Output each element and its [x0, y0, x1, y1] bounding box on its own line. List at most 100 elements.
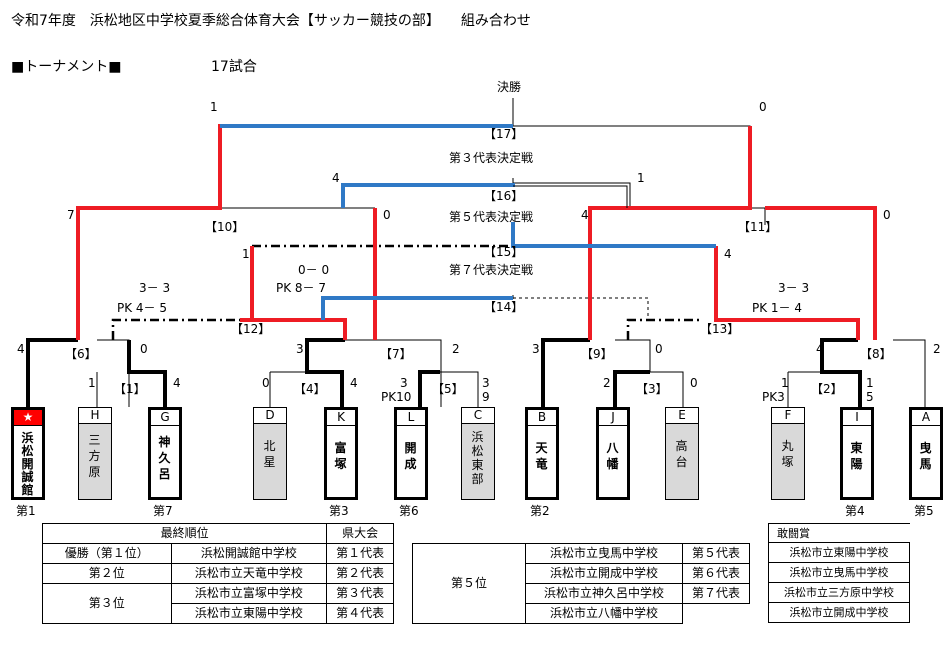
team-name: 曳馬 — [919, 441, 932, 471]
match-id-9: 【9】 — [581, 347, 613, 361]
pref-header: 県大会 — [326, 523, 394, 544]
fighting-spirit-school: 浜松市立曳馬中学校 — [768, 562, 910, 583]
team-id: F — [772, 408, 804, 424]
score: 2 — [603, 376, 611, 390]
team-box: D 北星 — [253, 407, 287, 500]
team-id: D — [254, 408, 286, 424]
team-rank: 第4 — [845, 504, 865, 518]
score: 2 — [452, 342, 460, 356]
team-id: J — [599, 410, 627, 426]
match-id-2: 【2】 — [811, 382, 843, 396]
team-name: 浜松東部 — [471, 430, 484, 486]
score: 4 — [581, 208, 589, 222]
ranking-school: 浜松市立富塚中学校 — [170, 583, 328, 604]
team-rank: 第3 — [329, 504, 349, 518]
team-box: F 丸塚 — [771, 407, 805, 500]
fifth-pref: 第７代表 — [682, 583, 750, 604]
score: PK3 — [762, 390, 785, 404]
ranking-school: 浜松市立東陽中学校 — [170, 603, 328, 624]
team-name: 浜松開誠館 — [21, 431, 34, 497]
team-box: A 曳馬 — [909, 407, 943, 500]
team-id: ★ — [14, 410, 42, 426]
fighting-spirit-school: 浜松市立東陽中学校 — [768, 542, 910, 563]
team-id: K — [327, 410, 355, 426]
team-id: E — [666, 408, 698, 424]
match-id-6: 【6】 — [65, 347, 97, 361]
team-box: C 浜松東部 — [461, 407, 495, 500]
score: 7 — [67, 208, 75, 222]
team-box: G 神久呂 — [148, 407, 182, 500]
team-name: 丸塚 — [781, 439, 794, 469]
match-count: 17試合 — [211, 59, 257, 75]
score: 4 — [17, 342, 25, 356]
score: 4 — [816, 342, 824, 356]
final-ranking-table: 最終順位 県大会 優勝（第１位） 浜松開誠館中学校 第１代表 第２位 浜松市立天… — [41, 523, 394, 624]
score: 0 — [140, 342, 148, 356]
team-box: J 八幡 — [596, 407, 630, 500]
score: PK 1－ 4 — [752, 301, 803, 315]
ranking-pref: 第１代表 — [326, 543, 394, 564]
score: 0 — [690, 376, 698, 390]
ranking-place: 第３位 — [42, 583, 172, 624]
score: PK 8－ 7 — [276, 281, 327, 295]
fifth-pref: 第６代表 — [682, 563, 750, 584]
score: 5 — [866, 390, 874, 404]
score: 1 — [242, 247, 250, 261]
bracket-dashdot-lines — [111, 244, 700, 340]
team-name: 神久呂 — [158, 435, 171, 481]
fifth-place-table: 第５位 浜松市立曳馬中学校 第５代表 浜松市立開成中学校 第６代表 浜松市立神久… — [412, 543, 750, 624]
bracket-thick-lines — [26, 338, 862, 407]
fifth-pref: 第５代表 — [682, 543, 750, 564]
fifth-school: 浜松市立開成中学校 — [525, 563, 683, 584]
final-label: 決勝 — [497, 80, 522, 94]
ranking-place: 優勝（第１位） — [42, 543, 172, 564]
team-id: I — [843, 410, 871, 426]
score: 3 — [532, 342, 540, 356]
fifth-school: 浜松市立八幡中学校 — [525, 603, 683, 624]
fighting-spirit-table: 敢闘賞 浜松市立東陽中学校 浜松市立曳馬中学校 浜松市立三方原中学校 浜松市立開… — [768, 523, 910, 623]
team-name: 開成 — [404, 441, 417, 471]
team-rank: 第2 — [530, 504, 550, 518]
score: PK10 — [381, 390, 412, 404]
match-id-7: 【7】 — [380, 347, 412, 361]
match-id-8: 【8】 — [860, 347, 892, 361]
ranking-pref: 第２代表 — [326, 563, 394, 584]
team-id: C — [462, 408, 494, 424]
team-name: 八幡 — [606, 441, 619, 471]
score: 0 — [383, 208, 391, 222]
score: 0 — [883, 208, 891, 222]
team-id: H — [79, 408, 111, 424]
match-id-12: 【12】 — [231, 322, 271, 336]
ranking-place: 第２位 — [42, 563, 172, 584]
ranking-school: 浜松市立天竜中学校 — [170, 563, 328, 584]
score: 0 — [759, 100, 767, 114]
score: 0 — [655, 342, 663, 356]
score: 3 — [296, 342, 304, 356]
ranking-pref: 第４代表 — [326, 603, 394, 624]
fifth-place-label: 第５代表決定戦 — [449, 210, 534, 224]
section-label: ■トーナメント■ — [11, 59, 122, 75]
team-id: G — [151, 410, 179, 426]
ranking-header: 最終順位 — [160, 526, 209, 540]
team-name: 高台 — [675, 439, 688, 469]
team-name: 北星 — [263, 439, 276, 469]
score: 3－ 3 — [778, 281, 810, 295]
seventh-place-label: 第７代表決定戦 — [449, 263, 534, 277]
score: 0－ 0 — [298, 263, 330, 277]
team-rank: 第6 — [399, 504, 419, 518]
match-id-17: 【17】 — [484, 127, 524, 141]
team-name: 東陽 — [850, 441, 863, 471]
team-box: I 東陽 — [840, 407, 874, 500]
match-id-3: 【3】 — [636, 382, 668, 396]
score: 9 — [482, 390, 490, 404]
score: 3 — [400, 376, 408, 390]
team-id: B — [528, 410, 556, 426]
match-id-16: 【16】 — [484, 189, 524, 203]
team-rank: 第1 — [16, 504, 36, 518]
third-place-label: 第３代表決定戦 — [449, 151, 534, 165]
bracket-lines — [26, 98, 926, 407]
fifth-school: 浜松市立曳馬中学校 — [525, 543, 683, 564]
team-id: A — [912, 410, 940, 426]
